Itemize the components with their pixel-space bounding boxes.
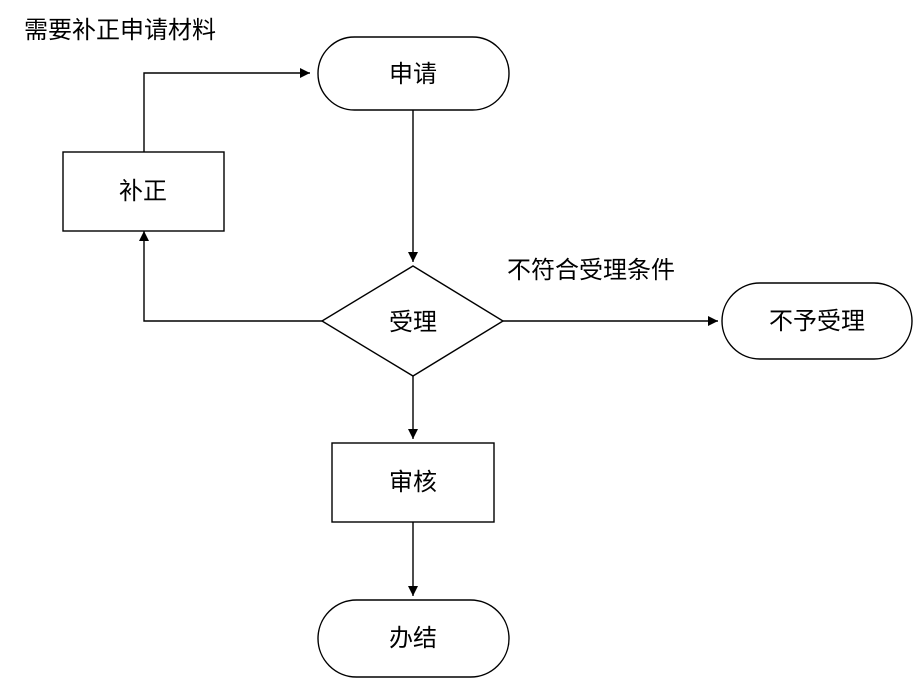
need-correction-label: 需要补正申请材料: [24, 16, 216, 44]
node-correct-shape: [62, 151, 225, 232]
edge-accept-to-correct: [139, 231, 322, 322]
node-apply: 申请: [317, 36, 510, 111]
node-review-label: 审核: [389, 468, 437, 496]
node-review: 审核: [331, 442, 495, 523]
node-complete: 办结: [317, 599, 510, 678]
node-correct: 补正: [62, 151, 225, 232]
node-complete-label: 办结: [389, 624, 437, 652]
node-reject-shape: [721, 282, 913, 360]
node-accept-label: 受理: [389, 308, 437, 336]
node-apply-shape: [317, 36, 510, 111]
node-reject-label: 不予受理: [769, 307, 865, 335]
node-apply-label: 申请: [389, 60, 437, 88]
edge-correct-to-apply: [143, 68, 310, 152]
not-qualified-label: 不符合受理条件: [507, 256, 675, 284]
node-correct-label: 补正: [119, 177, 167, 205]
node-review-shape: [331, 442, 495, 523]
node-reject: 不予受理: [721, 282, 913, 360]
node-accept-shape: [320, 265, 505, 377]
node-complete-shape: [317, 599, 510, 678]
node-accept: 受理: [320, 265, 505, 377]
